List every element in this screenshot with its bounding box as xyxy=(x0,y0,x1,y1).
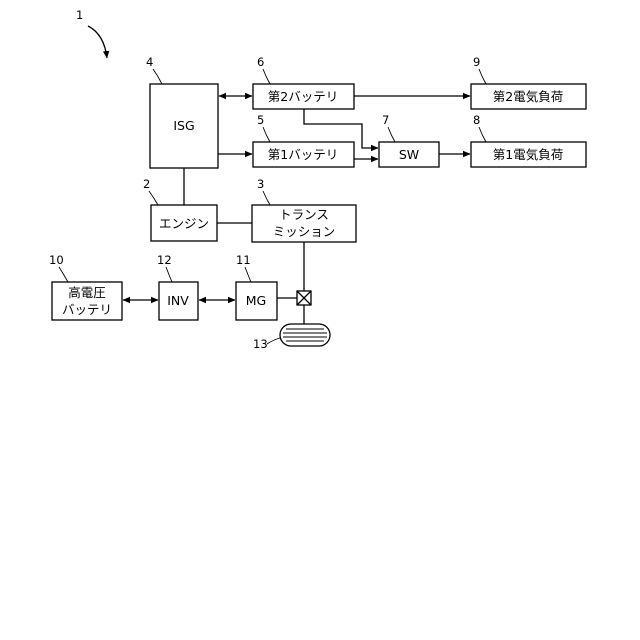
ref-leader-switch xyxy=(388,127,395,142)
first-load-label: 第1電気負荷 xyxy=(493,147,563,162)
ref-leader-isg xyxy=(153,69,162,84)
motor-generator-label: MG xyxy=(246,293,266,308)
ref-leader-motor-generator xyxy=(245,267,251,282)
engine-label: エンジン xyxy=(159,216,209,231)
ref-number-engine: 2 xyxy=(143,177,150,191)
ref-leader-second-battery xyxy=(263,69,270,84)
hv-battery-label-line1: 高電圧 xyxy=(68,285,106,300)
inverter-label: INV xyxy=(167,293,189,308)
ref-number-second-battery: 6 xyxy=(257,55,264,69)
second-load-block: 第2電気負荷 xyxy=(471,84,586,109)
ref-number-motor-generator: 11 xyxy=(236,253,251,267)
switch-label: SW xyxy=(399,147,419,162)
first-battery-label: 第1バッテリ xyxy=(268,147,338,162)
ref-leader-transmission xyxy=(263,191,270,205)
transmission-label-line1: トランス xyxy=(279,207,329,222)
gear-mesh-icon xyxy=(297,291,311,305)
switch-block: SW xyxy=(379,142,439,167)
figure-number-arrow xyxy=(88,26,107,58)
second-battery-block: 第2バッテリ xyxy=(253,84,354,109)
ref-number-wheel: 13 xyxy=(253,337,268,351)
engine-block: エンジン xyxy=(151,205,217,241)
ref-leader-wheel xyxy=(267,338,280,344)
hv-battery-block: 高電圧 バッテリ xyxy=(52,282,122,320)
inverter-block: INV xyxy=(159,282,198,320)
ref-number-transmission: 3 xyxy=(257,177,264,191)
ref-number-first-load: 8 xyxy=(473,113,480,127)
transmission-label-line2: ミッション xyxy=(273,224,336,239)
second-battery-label: 第2バッテリ xyxy=(268,89,338,104)
ref-leader-engine xyxy=(149,191,158,205)
ref-leader-inverter xyxy=(166,267,172,282)
ref-number-second-load: 9 xyxy=(473,55,480,69)
second-load-label: 第2電気負荷 xyxy=(493,89,563,104)
wheel-icon xyxy=(280,324,330,346)
first-battery-block: 第1バッテリ xyxy=(253,142,354,167)
isg-label: ISG xyxy=(173,118,194,133)
ref-number-first-battery: 5 xyxy=(257,113,264,127)
motor-generator-block: MG xyxy=(236,282,277,320)
ref-leader-first-battery xyxy=(263,127,270,142)
ref-number-isg: 4 xyxy=(146,55,153,69)
ref-leader-first-load xyxy=(479,127,486,142)
figure-number: 1 xyxy=(76,8,83,22)
ref-number-inverter: 12 xyxy=(157,253,172,267)
transmission-block: トランス ミッション xyxy=(252,205,356,242)
ref-number-hv-battery: 10 xyxy=(49,253,64,267)
isg-block: ISG xyxy=(150,84,218,168)
first-load-block: 第1電気負荷 xyxy=(471,142,586,167)
ref-leader-hv-battery xyxy=(59,267,68,282)
ref-leader-second-load xyxy=(479,69,486,84)
hv-battery-label-line2: バッテリ xyxy=(62,302,112,317)
ref-number-switch: 7 xyxy=(382,113,389,127)
